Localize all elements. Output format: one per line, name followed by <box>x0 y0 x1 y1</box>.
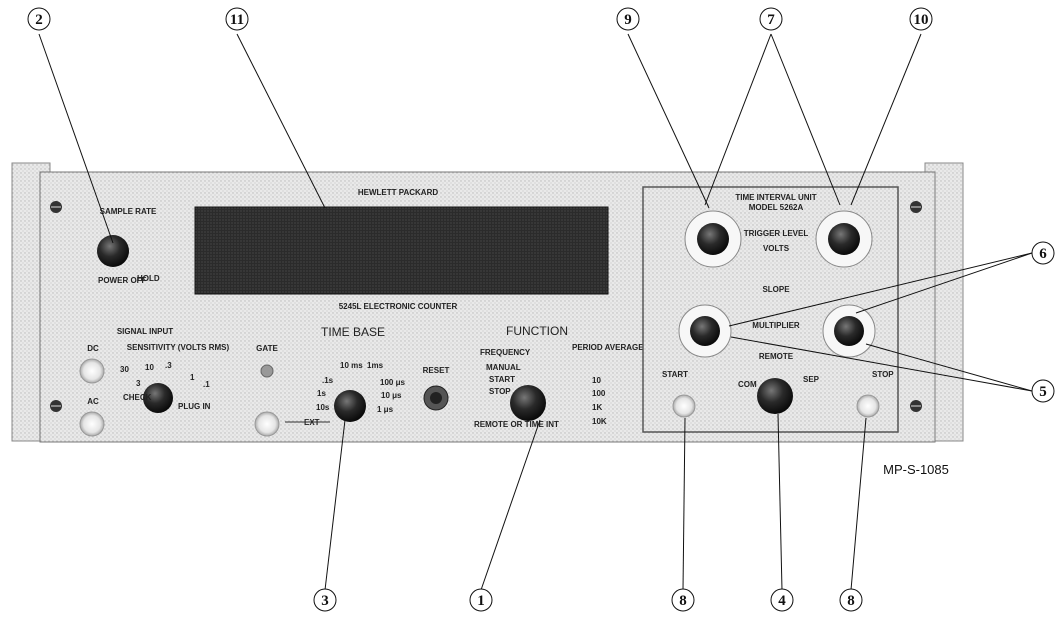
stop-input-jack[interactable] <box>856 394 880 418</box>
ext-input-jack[interactable] <box>254 411 280 437</box>
period-average-label: PERIOD AVERAGE <box>572 343 644 352</box>
gate-lamp <box>260 364 274 378</box>
volts-label: VOLTS <box>763 244 790 253</box>
power-off-label: POWER OFF <box>98 276 147 285</box>
start-input-jack[interactable] <box>672 394 696 418</box>
remote-com-sep-switch[interactable] <box>757 378 793 414</box>
ac-label: AC <box>87 397 99 406</box>
sample-rate-label: SAMPLE RATE <box>100 207 157 216</box>
signal-input-label: SIGNAL INPUT <box>117 327 173 336</box>
gate-label: GATE <box>256 344 278 353</box>
leader-lines <box>38 33 1033 591</box>
period-value: 10 <box>592 376 601 385</box>
plug-in-label: PLUG IN <box>178 402 211 411</box>
time-base-value: 100 μs <box>380 378 405 387</box>
trigger-level-label: TRIGGER LEVEL <box>744 229 809 238</box>
svg-text:3: 3 <box>321 593 329 609</box>
callout-2: 2 <box>27 7 51 31</box>
manual-label: MANUAL <box>486 363 521 372</box>
dc-label: DC <box>87 344 99 353</box>
photo-id-label: MP-S-1085 <box>883 462 949 477</box>
frequency-label: FREQUENCY <box>480 348 531 357</box>
stop-multiplier-knob[interactable] <box>834 316 864 346</box>
remote-or-time-int-label: REMOTE OR TIME INT <box>474 420 559 429</box>
dc-input-jack[interactable] <box>79 358 105 384</box>
function-knob[interactable] <box>510 385 546 421</box>
time-base-value: 1s <box>317 389 326 398</box>
plugin-start-label: START <box>662 370 688 379</box>
time-base-value: 10 μs <box>381 391 402 400</box>
plugin-title-line1: TIME INTERVAL UNIT <box>735 193 816 202</box>
svg-text:1: 1 <box>477 593 485 609</box>
svg-text:11: 11 <box>230 12 244 28</box>
screw-icon <box>910 201 922 213</box>
plugin-stop-label: STOP <box>872 370 894 379</box>
callout-4: 4 <box>770 588 794 612</box>
callout-7: 7 <box>759 7 783 31</box>
svg-text:7: 7 <box>767 12 775 28</box>
plugin-title-line2: MODEL 5262A <box>749 203 804 212</box>
sample-rate-knob[interactable] <box>97 235 129 267</box>
svg-text:8: 8 <box>679 593 687 609</box>
sensitivity-label: SENSITIVITY (VOLTS RMS) <box>127 343 230 352</box>
stop-trigger-level-knob[interactable] <box>828 223 860 255</box>
callout-3: 3 <box>313 588 337 612</box>
numeric-display <box>194 206 609 295</box>
start-trigger-level-knob[interactable] <box>697 223 729 255</box>
check-label: CHECK <box>123 393 152 402</box>
sensitivity-value: .3 <box>165 361 172 370</box>
sensitivity-value: 10 <box>145 363 154 372</box>
callout-10: 10 <box>909 7 933 31</box>
stop-arrow-label: STOP <box>489 387 511 396</box>
sensitivity-knob[interactable] <box>143 383 173 413</box>
screw-icon <box>50 400 62 412</box>
sensitivity-value: 3 <box>136 379 141 388</box>
reset-label: RESET <box>423 366 450 375</box>
svg-text:2: 2 <box>35 12 43 28</box>
period-value: 1K <box>592 403 602 412</box>
callout-1: 1 <box>469 588 493 612</box>
slope-label: SLOPE <box>762 285 790 294</box>
svg-text:4: 4 <box>778 593 786 609</box>
ac-input-jack[interactable] <box>79 411 105 437</box>
callout-9: 9 <box>616 7 640 31</box>
callout-5: 5 <box>1031 379 1055 403</box>
svg-text:10: 10 <box>914 12 929 28</box>
callout-8b: 8 <box>839 588 863 612</box>
time-base-value: 1ms <box>367 361 384 370</box>
com-label: COM <box>738 380 757 389</box>
function-label: FUNCTION <box>506 324 568 338</box>
time-base-value: 1 μs <box>377 405 394 414</box>
time-base-value: 10 ms <box>340 361 363 370</box>
time-base-value: .1s <box>322 376 334 385</box>
sensitivity-value: 30 <box>120 365 129 374</box>
time-base-value: 10s <box>316 403 330 412</box>
time-base-label: TIME BASE <box>321 325 385 339</box>
reset-button-center <box>430 392 442 404</box>
time-base-knob[interactable] <box>334 390 366 422</box>
svg-text:8: 8 <box>847 593 855 609</box>
callout-6: 6 <box>1031 241 1055 265</box>
callout-8: 8 <box>671 588 695 612</box>
start-multiplier-knob[interactable] <box>690 316 720 346</box>
multiplier-label: MULTIPLIER <box>752 321 800 330</box>
screw-icon <box>910 400 922 412</box>
callout-11: 11 <box>225 7 249 31</box>
sensitivity-value: .1 <box>203 380 210 389</box>
sep-label: SEP <box>803 375 820 384</box>
model-label: 5245L ELECTRONIC COUNTER <box>339 302 458 311</box>
start-arrow-label: START <box>489 375 515 384</box>
period-value: 100 <box>592 389 606 398</box>
svg-text:9: 9 <box>624 12 632 28</box>
brand-label: HEWLETT PACKARD <box>358 188 439 197</box>
screw-icon <box>50 201 62 213</box>
remote-label: REMOTE <box>759 352 794 361</box>
hold-label: HOLD <box>137 274 160 283</box>
svg-text:6: 6 <box>1039 246 1047 262</box>
period-value: 10K <box>592 417 607 426</box>
sensitivity-value: 1 <box>190 373 195 382</box>
svg-text:5: 5 <box>1039 384 1047 400</box>
